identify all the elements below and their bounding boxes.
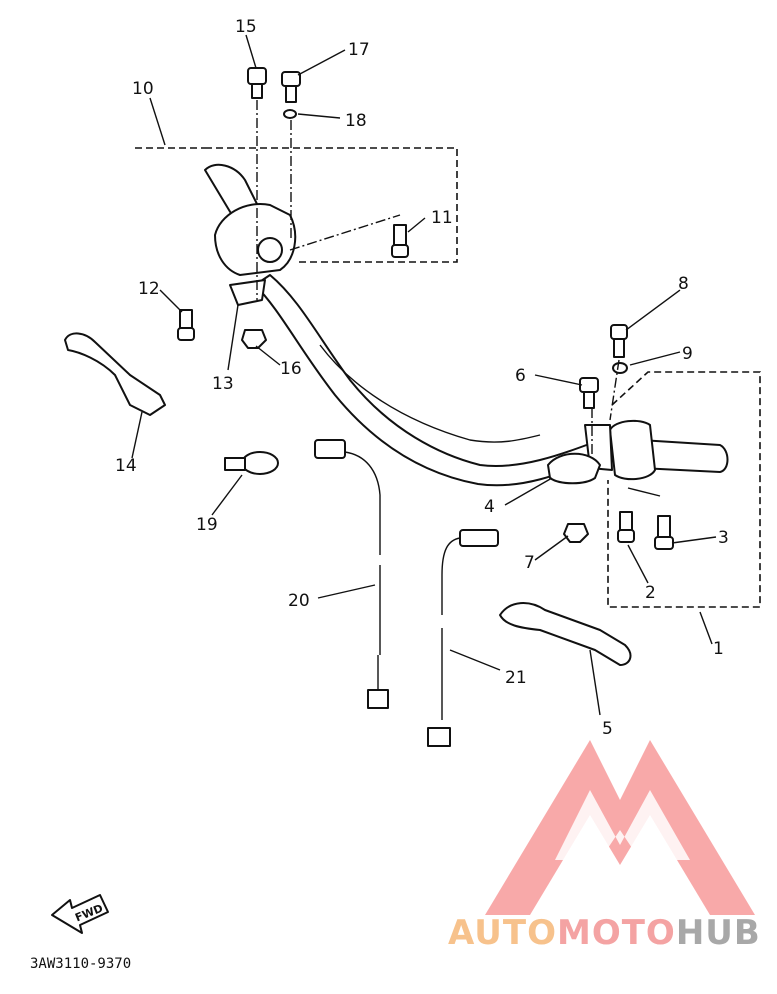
switch-wire-21 — [427, 529, 499, 747]
cable-clamp — [224, 451, 279, 475]
part-label-18: 18 — [345, 111, 367, 131]
screw-17 — [281, 71, 301, 103]
screw-12 — [177, 309, 195, 341]
part-label-1: 1 — [713, 639, 724, 659]
group-box-10 — [205, 147, 458, 263]
left-switch-assembly — [214, 203, 297, 306]
part-label-12: 12 — [138, 279, 160, 299]
part-label-10: 10 — [132, 79, 154, 99]
watermark-auto: AUTO — [448, 913, 557, 953]
svg-text:AUTOMOTOHUB: AUTOMOTOHUB — [448, 913, 761, 953]
lever-holder-clamp — [547, 452, 601, 485]
part-label-6: 6 — [515, 366, 526, 386]
part-label-20: 20 — [288, 591, 310, 611]
screw-2 — [617, 511, 635, 543]
part-label-19: 19 — [196, 515, 218, 535]
part-labels: 1 2 3 4 5 6 7 8 9 10 11 12 13 14 15 16 1… — [115, 17, 729, 739]
part-label-9: 9 — [682, 344, 693, 364]
assembly-line — [289, 214, 401, 251]
part-label-8: 8 — [678, 274, 689, 294]
nut-16 — [241, 329, 267, 349]
diagram-code: 3AW3110-9370 — [30, 956, 131, 972]
part-label-13: 13 — [212, 374, 234, 394]
screw-3 — [654, 515, 674, 550]
part-label-21: 21 — [505, 668, 527, 688]
watermark-moto: MOTO — [557, 913, 676, 953]
part-label-11: 11 — [431, 208, 453, 228]
part-label-3: 3 — [718, 528, 729, 548]
part-label-7: 7 — [524, 553, 535, 573]
switch-wire-20 — [314, 439, 389, 709]
screw-15 — [247, 67, 267, 99]
leader-lines — [131, 34, 717, 716]
part-label-5: 5 — [602, 719, 613, 739]
forward-direction-arrow-icon: FWD — [51, 894, 109, 934]
watermark-hub: HUB — [676, 913, 761, 953]
washer-9 — [612, 362, 628, 374]
watermark-logo-icon — [485, 740, 755, 915]
screw-11 — [391, 224, 409, 258]
screw-6 — [579, 377, 599, 409]
group-box-1 — [607, 371, 761, 608]
part-label-4: 4 — [484, 497, 495, 517]
watermark-text: AUTOMOTOHUB — [448, 913, 761, 953]
part-label-16: 16 — [280, 359, 302, 379]
clutch-lever — [64, 332, 166, 416]
part-label-2: 2 — [645, 583, 656, 603]
screw-8 — [610, 324, 628, 358]
assembly-line — [609, 359, 620, 421]
part-label-17: 17 — [348, 40, 370, 60]
part-label-15: 15 — [235, 17, 257, 37]
nut-7 — [563, 523, 589, 543]
part-label-14: 14 — [115, 456, 137, 476]
brake-lever — [499, 602, 632, 666]
washer-18 — [283, 109, 297, 119]
